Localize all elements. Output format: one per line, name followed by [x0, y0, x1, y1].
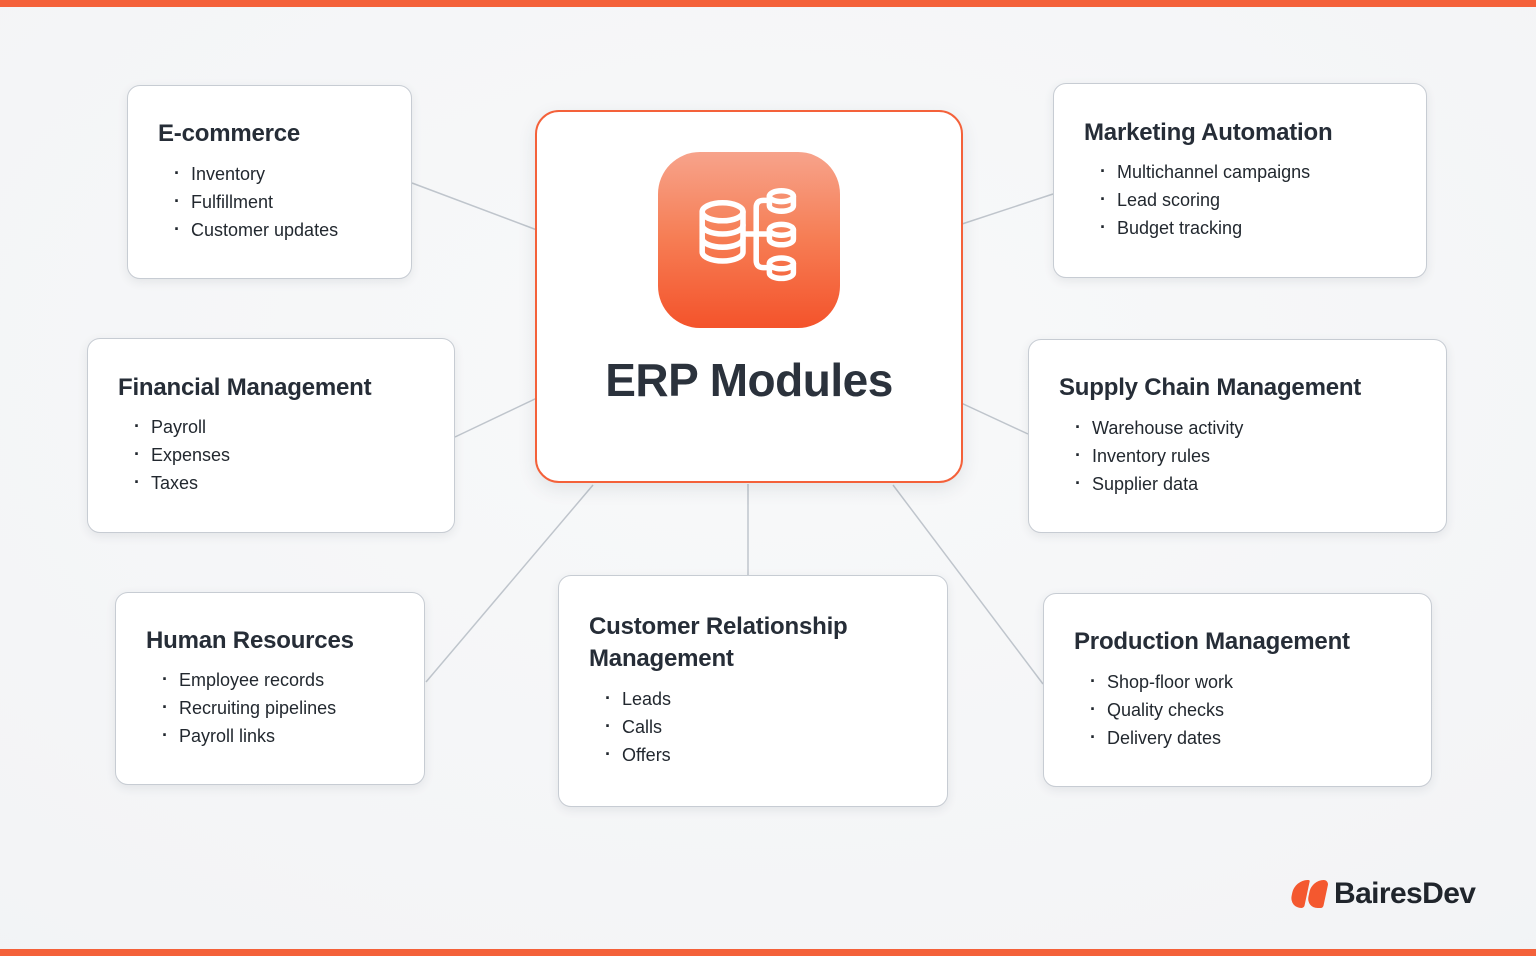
bullet-item: Calls — [605, 712, 923, 741]
card-title: Marketing Automation — [1084, 118, 1333, 146]
card-title: Human Resources — [146, 626, 354, 654]
card-bullet-list: InventoryFulfillmentCustomer updates — [158, 159, 387, 244]
logo-sail-left — [1289, 880, 1310, 908]
bullet-item: Shop-floor work — [1090, 667, 1407, 696]
bullet-item: Payroll links — [162, 721, 400, 750]
logo-brand-text: BairesDev — [1334, 877, 1476, 910]
card-bullet-list: Shop-floor workQuality checksDelivery da… — [1074, 667, 1407, 752]
card-bullet-list: PayrollExpensesTaxes — [118, 412, 430, 497]
edge-center-financial-management — [454, 397, 538, 438]
card-bullet-list: Employee recordsRecruiting pipelinesPayr… — [146, 665, 400, 750]
bullet-item: Warehouse activity — [1075, 413, 1422, 442]
bullet-item: Payroll — [134, 412, 430, 441]
bullet-item: Offers — [605, 740, 923, 769]
card-marketing-automation: Marketing Automation Multichannel campai… — [1053, 83, 1427, 278]
bairesdev-sails-icon — [1289, 879, 1329, 909]
bullet-item: Delivery dates — [1090, 723, 1407, 752]
bullet-item: Lead scoring — [1100, 185, 1402, 214]
card-ecommerce: E-commerce InventoryFulfillmentCustomer … — [127, 85, 412, 279]
card-financial-management: Financial Management PayrollExpensesTaxe… — [87, 338, 455, 533]
edge-center-human-resources — [425, 484, 594, 683]
bullet-item: Customer updates — [174, 215, 387, 244]
bullet-item: Recruiting pipelines — [162, 693, 400, 722]
card-production-management: Production Management Shop-floor workQua… — [1043, 593, 1432, 787]
bullet-item: Budget tracking — [1100, 213, 1402, 242]
database-network-icon — [658, 152, 840, 328]
bullet-item: Inventory — [174, 159, 387, 188]
bairesdev-logo: BairesDev — [1289, 877, 1476, 911]
central-title: ERP Modules — [605, 354, 893, 406]
card-title: E-commerce — [158, 120, 301, 148]
card-bullet-list: Multichannel campaignsLead scoringBudget… — [1084, 157, 1402, 242]
card-supply-chain-management: Supply Chain Management Warehouse activi… — [1028, 339, 1447, 533]
logo-sail-right — [1306, 880, 1329, 908]
bullet-item: Supplier data — [1075, 469, 1422, 498]
bullet-item: Inventory rules — [1075, 441, 1422, 470]
edge-center-supply-chain-management — [958, 401, 1029, 435]
edge-center-marketing-automation — [958, 193, 1054, 226]
bottom-accent-bar — [0, 949, 1536, 956]
card-customer-relationship-management: Customer Relationship Management LeadsCa… — [558, 575, 948, 807]
card-human-resources: Human Resources Employee recordsRecruiti… — [115, 592, 425, 785]
edge-center-production-management — [892, 484, 1044, 685]
central-card-erp-modules: ERP Modules — [535, 110, 963, 483]
edge-center-ecommerce — [411, 182, 538, 231]
bullet-item: Fulfillment — [174, 187, 387, 216]
top-accent-bar — [0, 0, 1536, 7]
card-bullet-list: LeadsCallsOffers — [589, 684, 923, 769]
card-title: Production Management — [1074, 628, 1350, 656]
bullet-item: Quality checks — [1090, 695, 1407, 724]
bullet-item: Expenses — [134, 440, 430, 469]
card-title: Financial Management — [118, 373, 372, 401]
bullet-item: Multichannel campaigns — [1100, 157, 1402, 186]
card-bullet-list: Warehouse activityInventory rulesSupplie… — [1059, 413, 1422, 498]
card-title: Supply Chain Management — [1059, 374, 1362, 402]
card-title: Customer Relationship Management — [589, 613, 848, 672]
bullet-item: Taxes — [134, 468, 430, 497]
bullet-item: Employee records — [162, 665, 400, 694]
bullet-item: Leads — [605, 684, 923, 713]
